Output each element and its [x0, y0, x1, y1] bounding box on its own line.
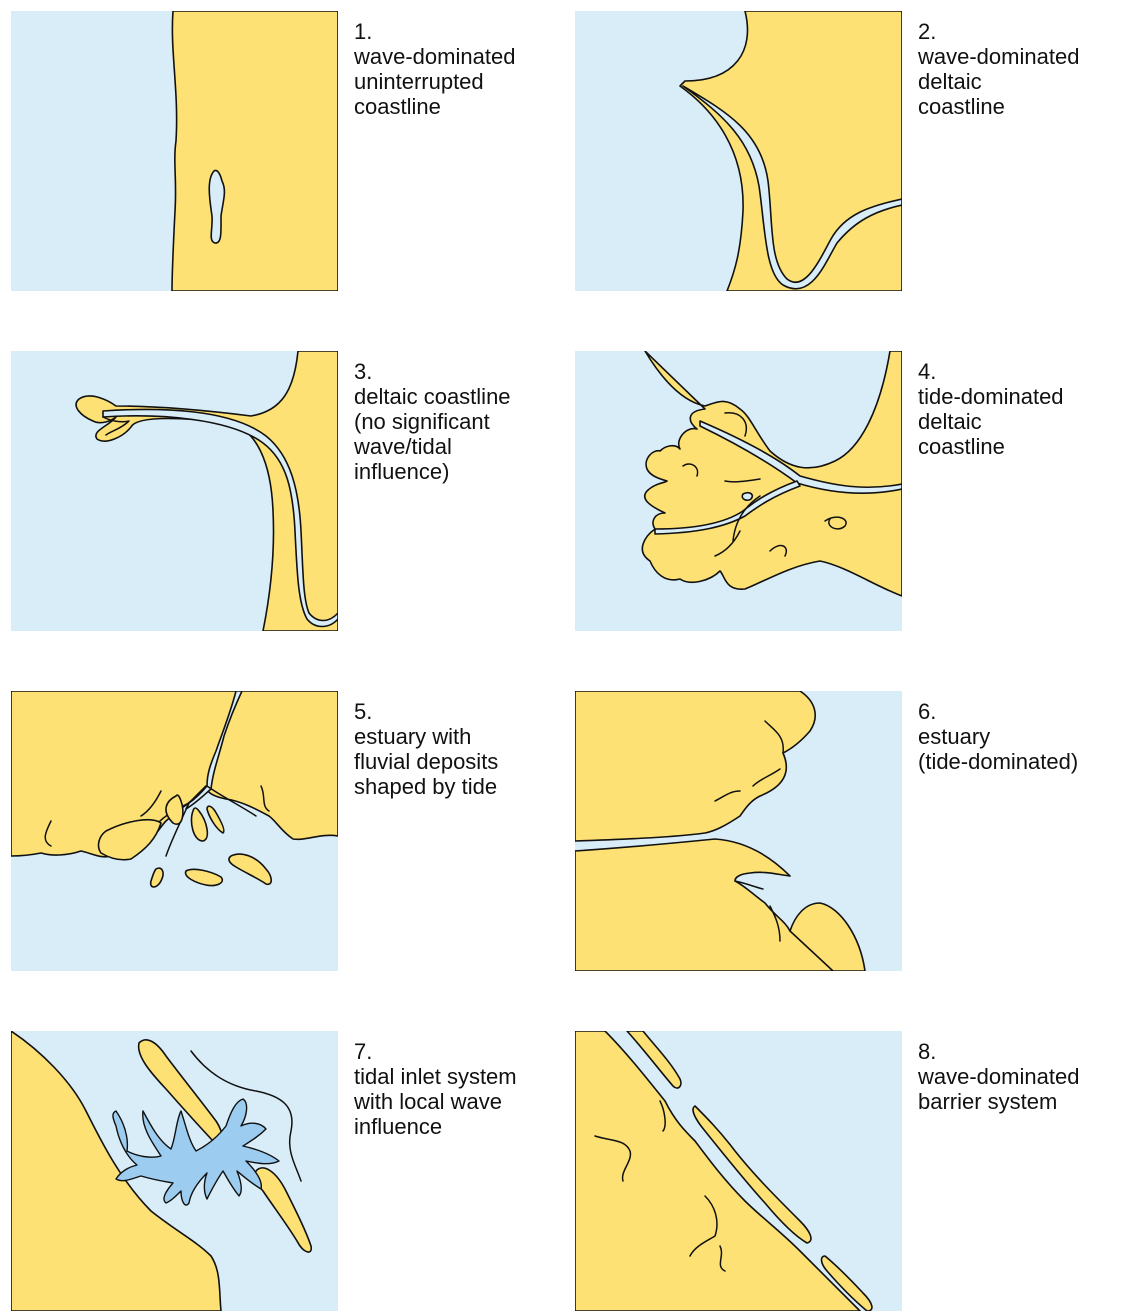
panel-7-number: 7.	[354, 1039, 517, 1064]
panel-7-caption: 7. tidal inlet system with local wave in…	[354, 1039, 517, 1139]
panel-6-number: 6.	[918, 699, 1078, 724]
panel-6-caption-line-1: estuary	[918, 724, 1078, 749]
panel-3-diagram	[11, 351, 338, 631]
panel-5-diagram	[11, 691, 338, 971]
panel-8-caption-line-2: barrier system	[918, 1089, 1079, 1114]
panel-5-caption-line-3: shaped by tide	[354, 774, 498, 799]
panel-7-caption-line-3: influence	[354, 1114, 517, 1139]
panel-4-number: 4.	[918, 359, 1064, 384]
panel-1-caption: 1. wave-dominated uninterrupted coastlin…	[354, 19, 515, 119]
panel-4-diagram	[575, 351, 902, 631]
land-mass	[172, 11, 338, 291]
panel-7-diagram	[11, 1031, 338, 1311]
panel-2-caption-line-2: deltaic	[918, 69, 1079, 94]
panel-8-caption: 8. wave-dominated barrier system	[918, 1039, 1079, 1114]
panel-1-number: 1.	[354, 19, 515, 44]
panel-3-caption-line-1: deltaic coastline	[354, 384, 511, 409]
panel-1-caption-line-1: wave-dominated	[354, 44, 515, 69]
panel-4-caption-line-1: tide-dominated	[918, 384, 1064, 409]
panel-4-caption-line-3: coastline	[918, 434, 1064, 459]
panel-5-number: 5.	[354, 699, 498, 724]
panel-6-caption: 6. estuary (tide-dominated)	[918, 699, 1078, 774]
panel-4-caption: 4. tide-dominated deltaic coastline	[918, 359, 1064, 459]
panel-3-caption-line-4: influence)	[354, 459, 511, 484]
panel-3-caption-line-3: wave/tidal	[354, 434, 511, 459]
panel-8-number: 8.	[918, 1039, 1079, 1064]
panel-3-caption: 3. deltaic coastline (no significant wav…	[354, 359, 511, 484]
panel-2-caption-line-1: wave-dominated	[918, 44, 1079, 69]
panel-1-diagram	[11, 11, 338, 291]
panel-2-caption-line-3: coastline	[918, 94, 1079, 119]
panel-5-caption: 5. estuary with fluvial deposits shaped …	[354, 699, 498, 799]
panel-2-diagram	[575, 11, 902, 291]
panel-7-caption-line-1: tidal inlet system	[354, 1064, 517, 1089]
panel-2-number: 2.	[918, 19, 1079, 44]
panel-2-caption: 2. wave-dominated deltaic coastline	[918, 19, 1079, 119]
panel-4-caption-line-2: deltaic	[918, 409, 1064, 434]
panel-3-number: 3.	[354, 359, 511, 384]
panel-6-diagram	[575, 691, 902, 971]
panel-7-caption-line-2: with local wave	[354, 1089, 517, 1114]
tidal-bar	[742, 493, 752, 500]
panel-6-caption-line-2: (tide-dominated)	[918, 749, 1078, 774]
panel-1-caption-line-2: uninterrupted	[354, 69, 515, 94]
panel-8-diagram	[575, 1031, 902, 1311]
panel-1-caption-line-3: coastline	[354, 94, 515, 119]
panel-8-caption-line-1: wave-dominated	[918, 1064, 1079, 1089]
panel-5-caption-line-1: estuary with	[354, 724, 498, 749]
panel-5-caption-line-2: fluvial deposits	[354, 749, 498, 774]
panel-3-caption-line-2: (no significant	[354, 409, 511, 434]
